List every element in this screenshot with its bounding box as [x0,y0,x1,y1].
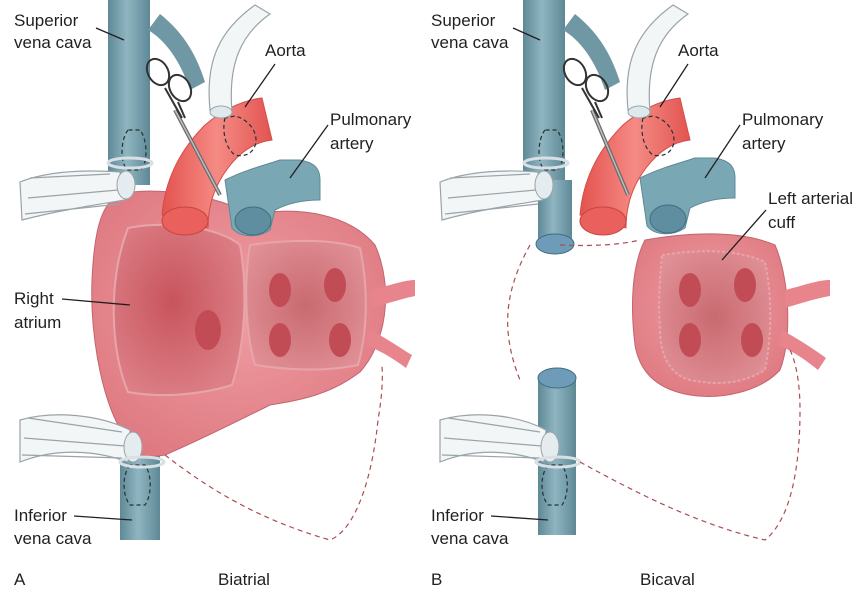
label-text: vena cava [431,33,509,52]
pulmonary-vein-orifice [269,273,291,307]
panel-a: Superior vena cava Aorta Pulmonary arter… [14,0,415,589]
panel-title: Biatrial [218,570,270,589]
label-text: Pulmonary [330,110,412,129]
label-superior-vena-cava: Superior vena cava [14,11,124,52]
atrium-orifice [195,310,221,350]
label-text: Inferior [14,506,67,525]
label-text: Left arterial [768,189,853,208]
right-atrium-region [114,225,245,395]
panel-b: Superior vena cava Aorta Pulmonary arter… [431,0,853,589]
label-text: Right [14,289,54,308]
label-text: vena cava [14,529,92,548]
pulmonary-vein-orifice [741,323,763,357]
pulmonary-vein-orifice [734,268,756,302]
label-text: vena cava [431,529,509,548]
pulmonary-artery [640,158,735,234]
label-text: atrium [14,313,61,332]
pericardium-outline [508,245,530,380]
label-text: artery [742,134,786,153]
label-aorta: Aorta [245,41,306,107]
panel-letter: B [431,570,442,589]
pulmonary-vein-orifice [269,323,291,357]
label-text: Aorta [678,41,719,60]
label-text: cuff [768,213,795,232]
pulmonary-vein-orifice [329,323,351,357]
label-aorta: Aorta [660,41,719,107]
pulmonary-vein-orifice [679,323,701,357]
bypass-cannula-tube [440,171,553,220]
pulmonary-vein-orifice [324,268,346,302]
pulmonary-vein-stub [785,280,830,308]
pulmonary-vein-orifice [679,273,701,307]
label-text: vena cava [14,33,92,52]
label-text: Pulmonary [742,110,824,129]
left-atrial-cuff-inner [659,251,770,383]
label-text: Aorta [265,41,306,60]
label-inferior-vena-cava: Inferior vena cava [14,506,132,548]
panel-letter: A [14,570,26,589]
panel-title: Bicaval [640,570,695,589]
label-inferior-vena-cava: Inferior vena cava [431,506,548,548]
label-text: Superior [431,11,496,30]
label-text: Inferior [431,506,484,525]
label-text: artery [330,134,374,153]
label-text: Superior [14,11,79,30]
